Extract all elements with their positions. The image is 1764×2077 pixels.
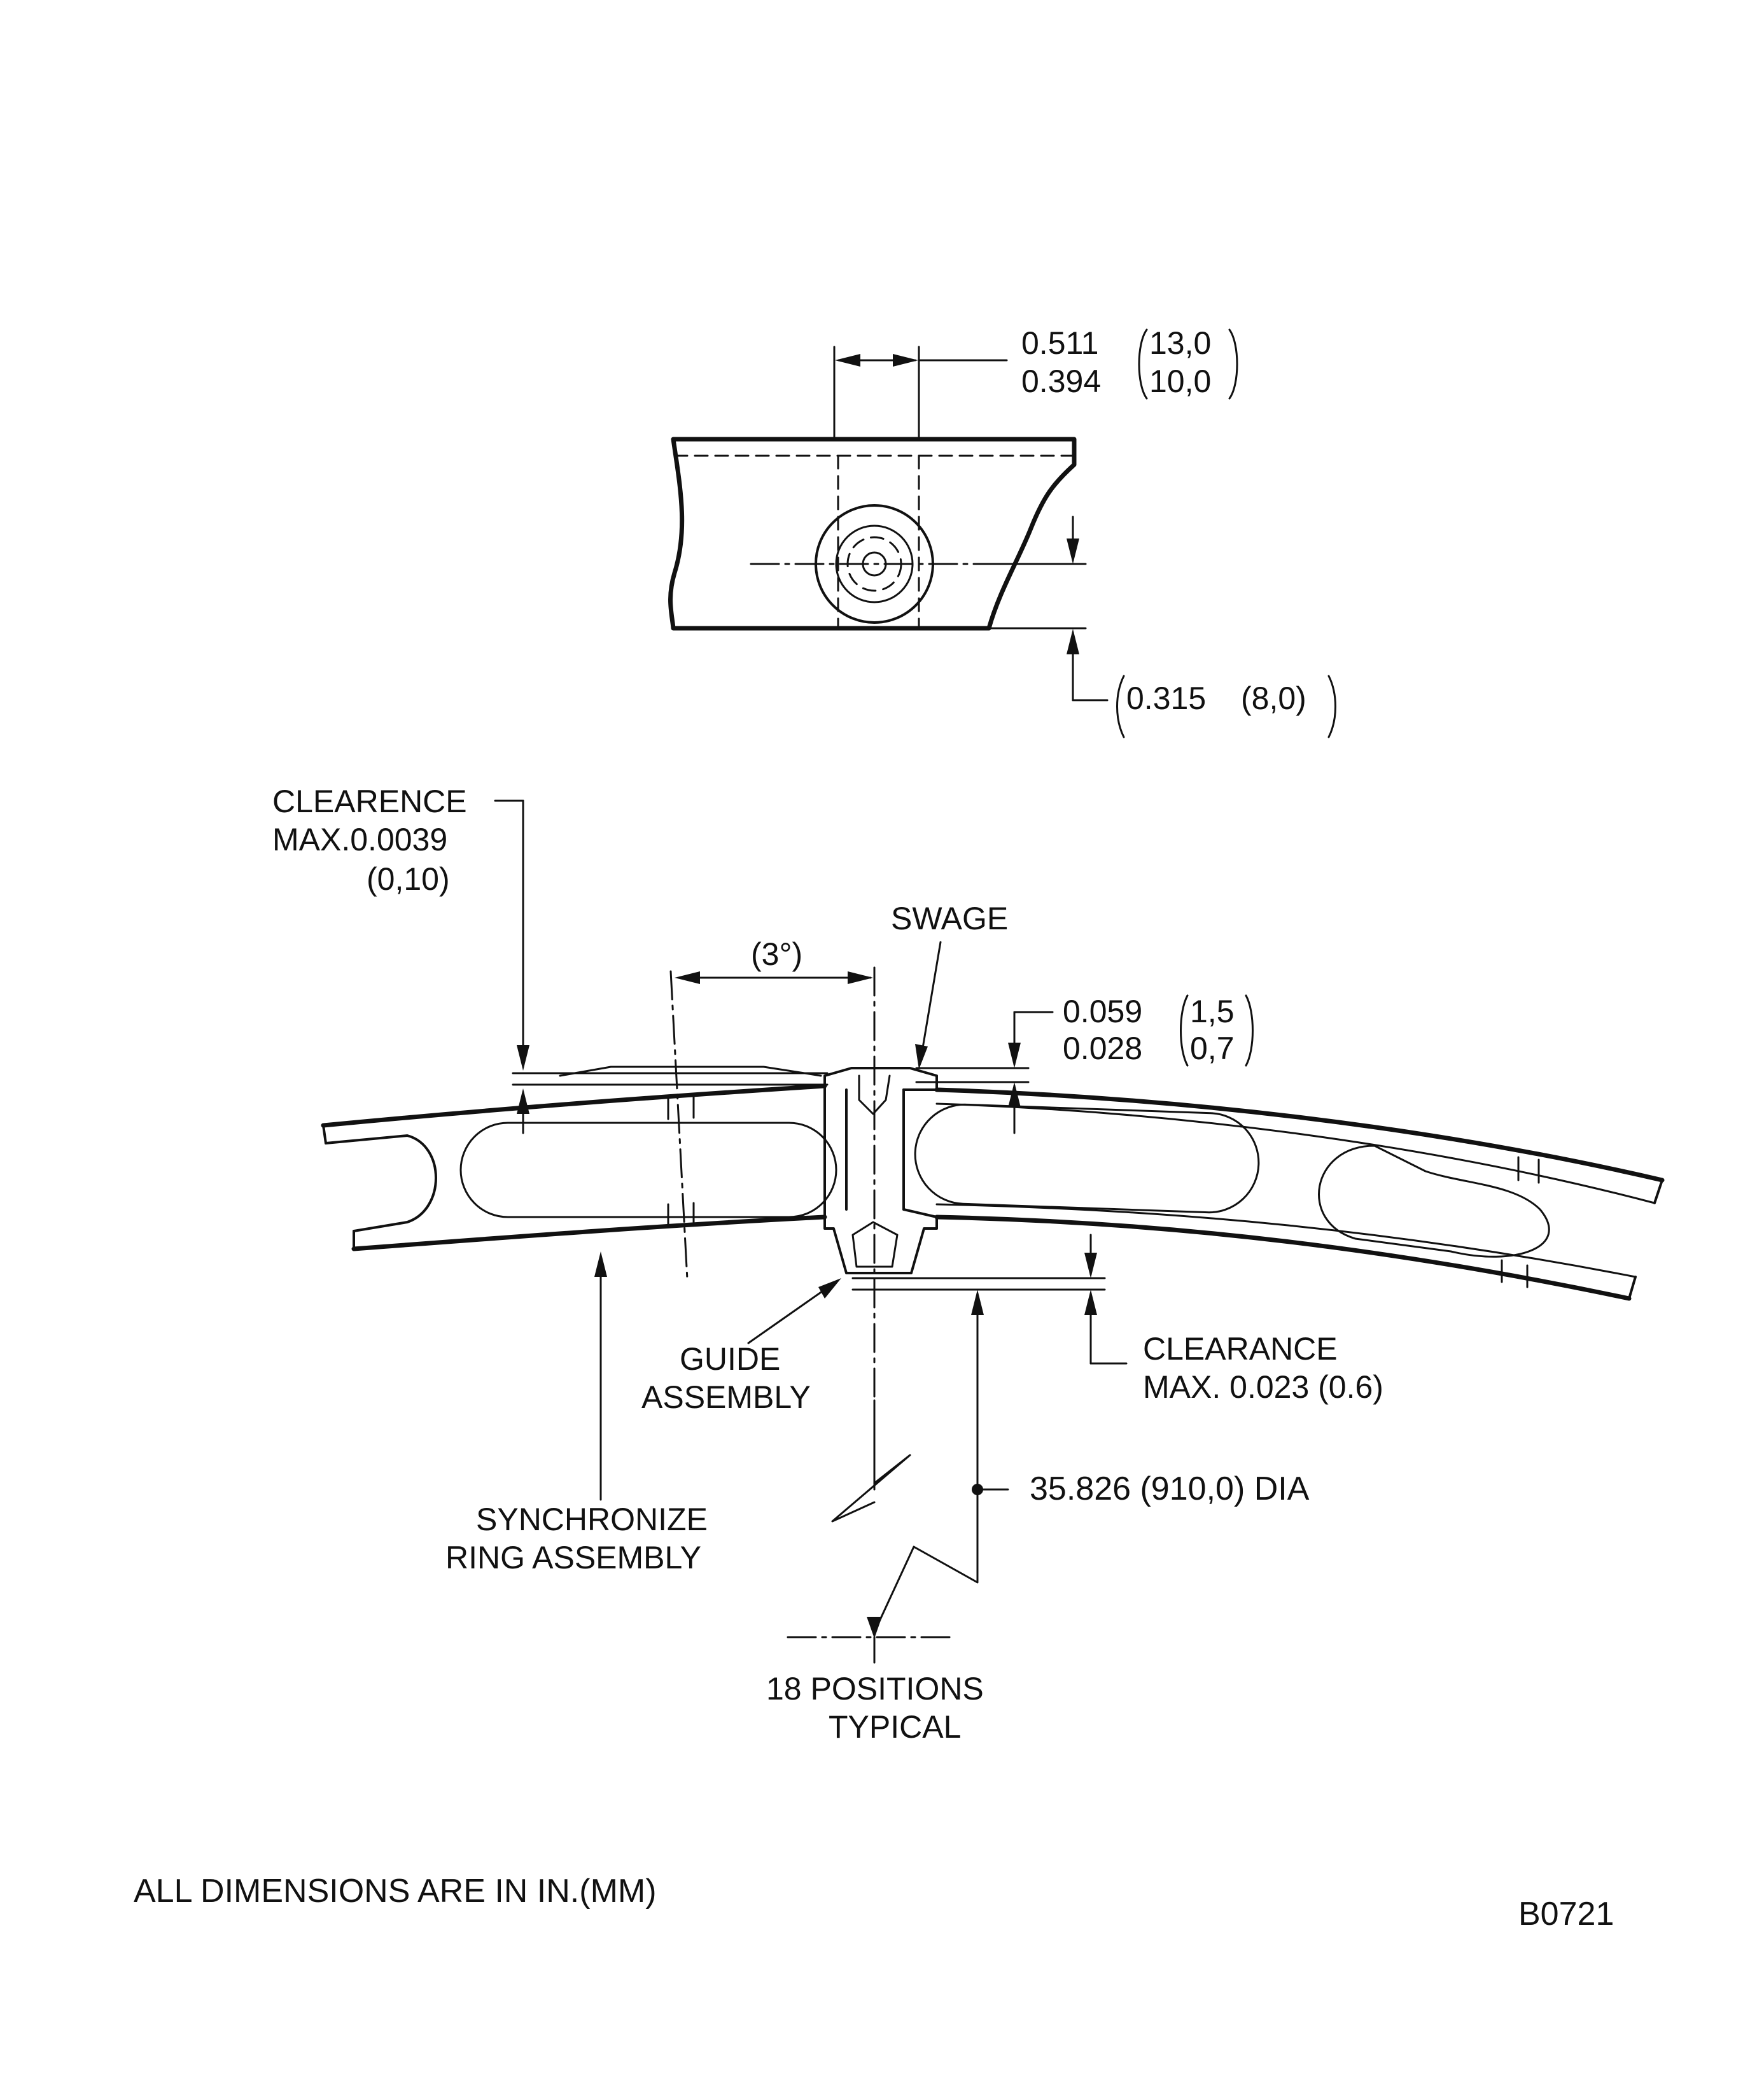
- arrow: [835, 354, 860, 367]
- ring-left-fork: [325, 1134, 437, 1232]
- top-view-ring-segment: [668, 437, 1077, 631]
- arrow: [594, 1251, 607, 1277]
- bracket: [1180, 994, 1189, 1067]
- ring-right-end-bottom: [1628, 1276, 1637, 1300]
- swage-leader: [919, 941, 942, 1064]
- bracket: [1138, 328, 1148, 400]
- angle-label: (3°): [751, 936, 802, 972]
- sync-label-2: RING ASSEMBLY: [445, 1540, 701, 1575]
- clearance-top-2: MAX.0.0039: [272, 822, 447, 857]
- height-mm-1: 1,5: [1190, 994, 1235, 1029]
- angle-ext-left: [669, 970, 689, 1281]
- guide-lower-cone: [851, 1221, 899, 1268]
- ring-right-inner-bottom: [935, 1203, 1637, 1278]
- diameter-zigzag: [873, 1292, 979, 1633]
- bracket: [1327, 675, 1336, 738]
- ring-right-bottom: [934, 1215, 1632, 1301]
- arrow: [1084, 1253, 1097, 1278]
- arrow: [867, 1617, 882, 1638]
- top-view-width-mm-1: 13,0: [1149, 325, 1211, 361]
- top-view-offset-mm: (8,0): [1241, 680, 1306, 716]
- sync-label-1: SYNCHRONIZE: [476, 1502, 708, 1537]
- height-dim-2: 0.028: [1063, 1031, 1142, 1066]
- bracket: [1245, 994, 1254, 1067]
- top-view-width-dim-2: 0.394: [1021, 363, 1101, 399]
- ring-right-end-top: [1653, 1179, 1663, 1204]
- ring-right-top: [934, 1087, 1665, 1183]
- positions-label-2: TYPICAL: [829, 1709, 961, 1745]
- clearance-bottom-1: CLEARANCE: [1143, 1331, 1338, 1367]
- arrow: [517, 1045, 529, 1071]
- bracket: [1228, 328, 1238, 400]
- drawing-id: B0721: [1518, 1896, 1614, 1933]
- guide-assembly: [823, 1067, 938, 1274]
- arrow: [915, 1044, 928, 1069]
- diameter-label: 35.826 (910,0) DIA: [1030, 1470, 1310, 1507]
- top-view-offset-dim: 0.315: [1126, 680, 1206, 716]
- arrow: [1084, 1290, 1097, 1315]
- ring-left-end-top: [322, 1124, 327, 1144]
- ring-left-top: [321, 1083, 827, 1128]
- units-note: ALL DIMENSIONS ARE IN IN.(MM): [134, 1873, 657, 1910]
- height-dim-1: 0.059: [1063, 994, 1142, 1029]
- arrow: [848, 971, 873, 984]
- arrow: [971, 1290, 984, 1315]
- ring-slot: [914, 1103, 1260, 1214]
- bracket: [1116, 675, 1125, 738]
- arrow: [675, 971, 700, 984]
- arrow: [1008, 1043, 1021, 1068]
- top-view-width-mm-2: 10,0: [1149, 363, 1211, 399]
- arrow: [1067, 629, 1079, 654]
- ring-left-bottom: [351, 1215, 827, 1251]
- guide-label-1: GUIDE: [680, 1341, 780, 1377]
- ring-slot: [459, 1122, 837, 1218]
- swage-label: SWAGE: [891, 901, 1008, 936]
- top-view-width-dim-1: 0.511: [1021, 325, 1098, 361]
- clearance-top-taper: [559, 1066, 822, 1077]
- clearance-top-1: CLEARENCE: [272, 784, 467, 819]
- arrow: [1008, 1082, 1021, 1108]
- clearance-top-3: (0,10): [367, 861, 450, 897]
- section-view: (3°) SWAGE CLEARENCE MAX.0.0039 (0,10) 0…: [272, 784, 1665, 1745]
- ring-right-inner-top: [935, 1102, 1656, 1204]
- diameter-break: [831, 1399, 911, 1523]
- clearance-bottom-2: MAX. 0.023 (0.6): [1143, 1369, 1383, 1405]
- ring-slot-far: [1318, 1144, 1550, 1258]
- arrow: [893, 354, 918, 367]
- positions-label-1: 18 POSITIONS: [766, 1671, 984, 1707]
- guide-swage-cone: [858, 1074, 891, 1115]
- arrow: [1067, 539, 1079, 564]
- arrow: [818, 1278, 841, 1299]
- height-mm-2: 0,7: [1190, 1031, 1235, 1066]
- guide-label-2: ASSEMBLY: [641, 1379, 811, 1415]
- top-view: 0.511 0.394 13,0 10,0 0.315 (8,0): [668, 325, 1336, 738]
- arrow: [517, 1088, 529, 1114]
